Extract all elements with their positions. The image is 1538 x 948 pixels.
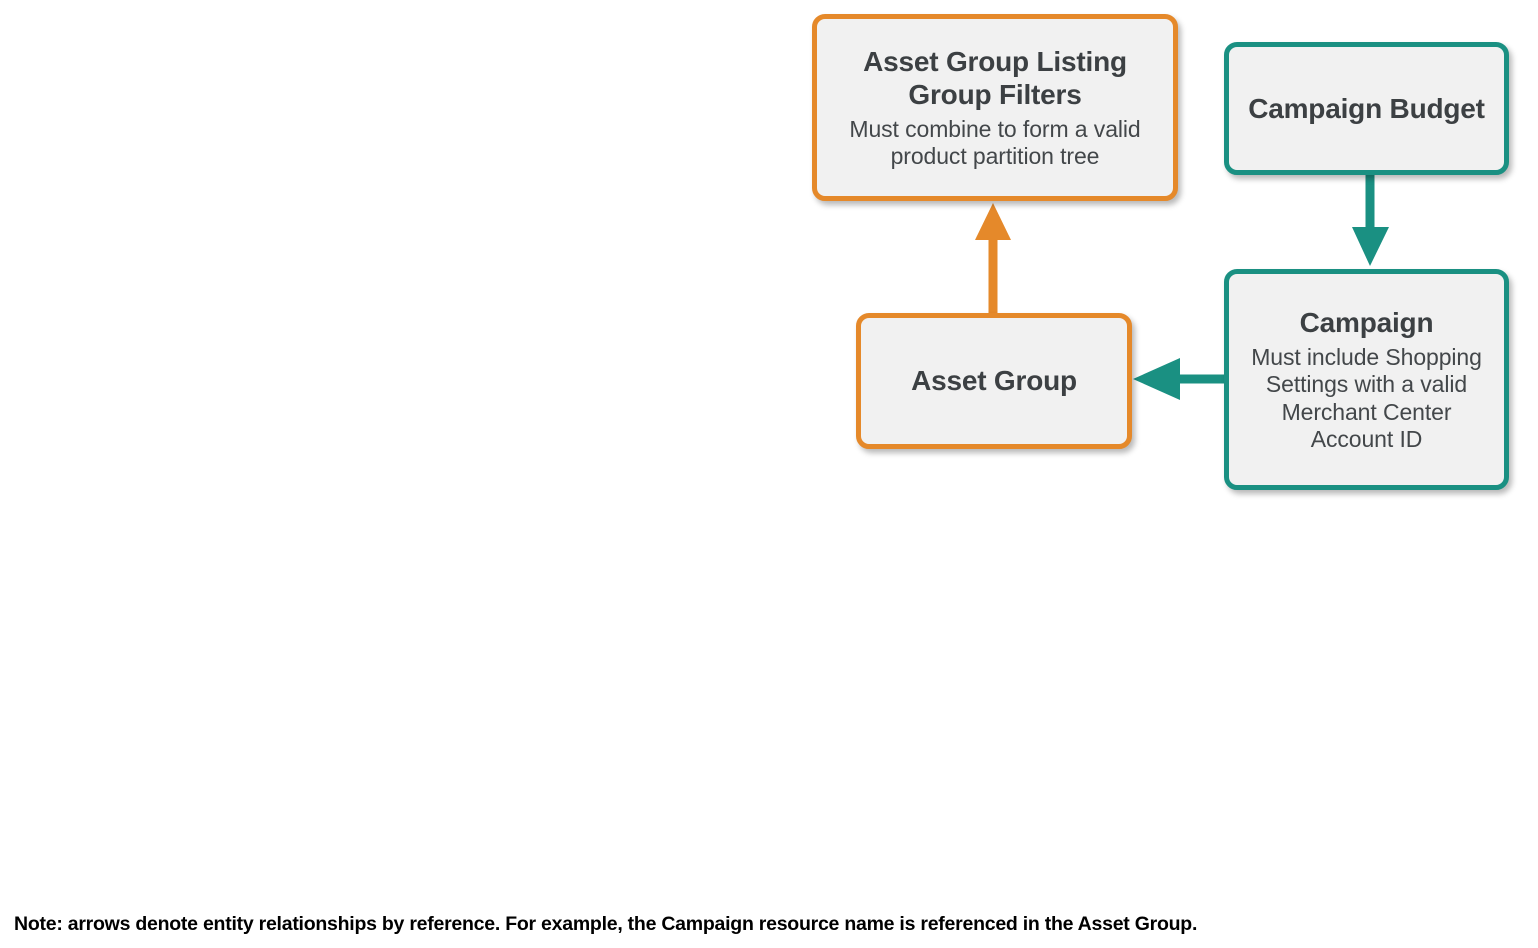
edge-asset-group-to-filters — [975, 203, 1011, 315]
node-campaign-budget[interactable]: Campaign Budget — [1224, 42, 1509, 175]
node-title: Campaign — [1299, 306, 1434, 338]
node-title: Campaign Budget — [1248, 92, 1485, 124]
edge-campaign-to-asset-group — [1133, 358, 1228, 400]
arrowhead-down-icon — [1352, 227, 1389, 266]
diagram-note: Note: arrows denote entity relationships… — [14, 913, 1198, 935]
node-asset-group[interactable]: Asset Group — [856, 313, 1132, 449]
node-campaign[interactable]: Campaign Must include Shopping Settings … — [1224, 269, 1509, 490]
node-title: Asset Group — [911, 365, 1077, 397]
arrowhead-left-icon — [1133, 358, 1180, 400]
node-subtitle: Must combine to form a valid product par… — [849, 115, 1141, 170]
edge-campaign-budget-to-campaign — [1352, 172, 1389, 266]
node-title: Asset Group Listing Group Filters — [863, 45, 1127, 110]
node-subtitle: Must include Shopping Settings with a va… — [1251, 343, 1482, 452]
node-asset-group-listing-group-filters[interactable]: Asset Group Listing Group Filters Must c… — [812, 14, 1178, 201]
arrowhead-up-icon — [975, 203, 1011, 240]
